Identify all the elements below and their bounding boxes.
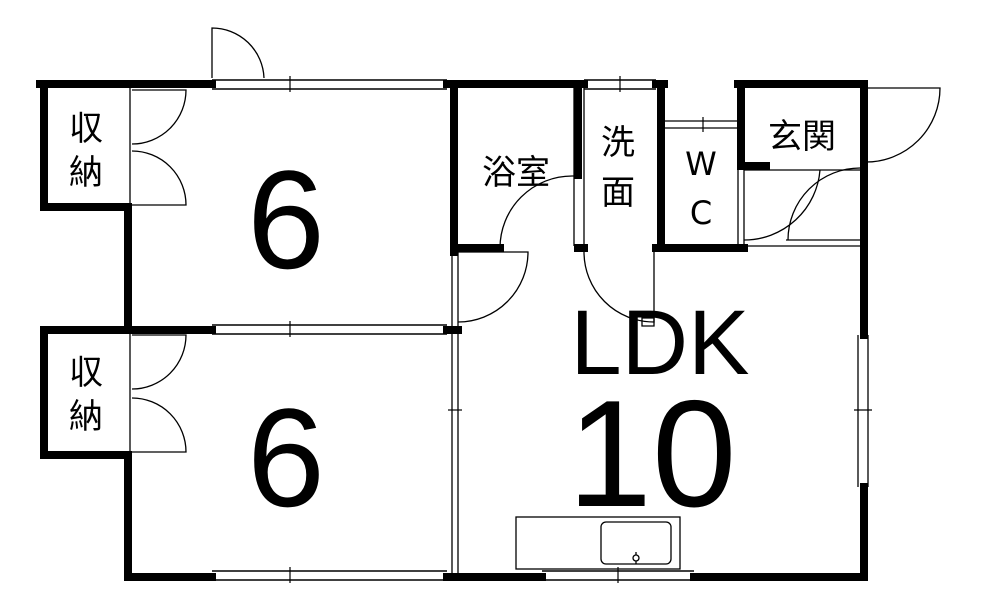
kitchen-counter bbox=[515, 516, 681, 570]
windows bbox=[212, 76, 872, 583]
walls bbox=[36, 80, 868, 581]
doors bbox=[131, 27, 941, 453]
room-bottom-size: 6 bbox=[247, 379, 325, 536]
storage-bottom-label-1: 収 bbox=[69, 353, 103, 393]
wc-label-2: C bbox=[690, 194, 712, 232]
ldk-label: LDK bbox=[571, 292, 750, 394]
storage-top-label-2: 納 bbox=[69, 153, 103, 193]
washroom-label-1: 洗 bbox=[601, 123, 635, 163]
bath-label: 浴室 bbox=[482, 153, 550, 193]
washroom-label-2: 面 bbox=[601, 173, 635, 213]
labels: 収 納 収 納 6 6 浴室 洗 面 W C 玄関 LDK 10 bbox=[69, 109, 836, 539]
entrance-label: 玄関 bbox=[768, 117, 836, 157]
wc-label-1: W bbox=[685, 145, 717, 183]
storage-top-label-1: 収 bbox=[69, 109, 103, 149]
room-top-size: 6 bbox=[247, 141, 325, 298]
ldk-size: 10 bbox=[567, 369, 736, 539]
storage-bottom-label-2: 納 bbox=[69, 397, 103, 437]
